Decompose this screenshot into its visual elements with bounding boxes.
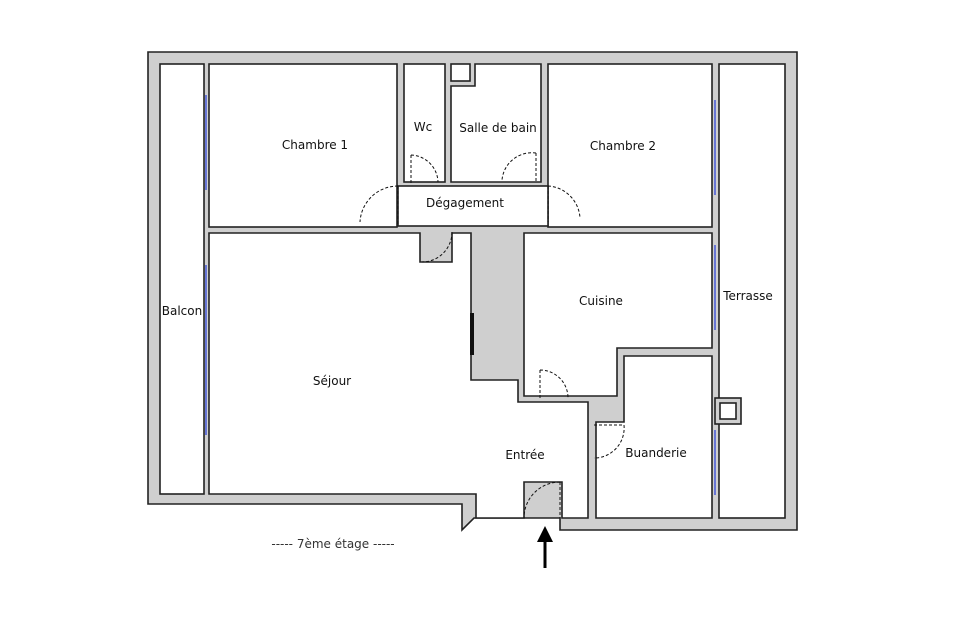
- door-buanderie: [593, 424, 625, 459]
- label-terrasse: Terrasse: [722, 289, 773, 303]
- room-chambre2-area: [547, 63, 713, 228]
- room-cuisine-area: [523, 232, 713, 397]
- room-terrasse-area: [718, 63, 786, 519]
- terrasse-column-inner: [719, 402, 737, 420]
- door-wc: [410, 154, 439, 184]
- label-buanderie: Buanderie: [625, 446, 686, 460]
- label-wc: Wc: [414, 120, 432, 134]
- label-chambre1: Chambre 1: [282, 138, 348, 152]
- label-balcon: Balcon: [162, 304, 202, 318]
- door-cuisine: [539, 369, 569, 399]
- partition-bar: [470, 313, 474, 355]
- label-degagement: Dégagement: [426, 196, 504, 210]
- label-sejour: Séjour: [313, 374, 351, 388]
- label-cuisine: Cuisine: [579, 294, 623, 308]
- door-chambre2: [547, 185, 581, 222]
- door-entree: [523, 481, 561, 519]
- room-balcon-area: [159, 63, 205, 495]
- door-chambre1: [359, 185, 399, 224]
- room-salle-de-bain-area: [450, 63, 542, 183]
- room-chambre1-area: [208, 63, 398, 228]
- shaft: [450, 63, 471, 82]
- floor-label: ----- 7ème étage -----: [271, 537, 394, 551]
- door-salle-de-bain: [501, 152, 537, 182]
- door-sejour: [421, 231, 453, 263]
- entrance-arrow-icon: [537, 526, 553, 568]
- label-salle-de-bain: Salle de bain: [459, 121, 537, 135]
- label-entree: Entrée: [505, 448, 544, 462]
- room-buanderie-area: [595, 355, 713, 519]
- room-sejour-entree-area: [208, 232, 589, 519]
- label-chambre2: Chambre 2: [590, 139, 656, 153]
